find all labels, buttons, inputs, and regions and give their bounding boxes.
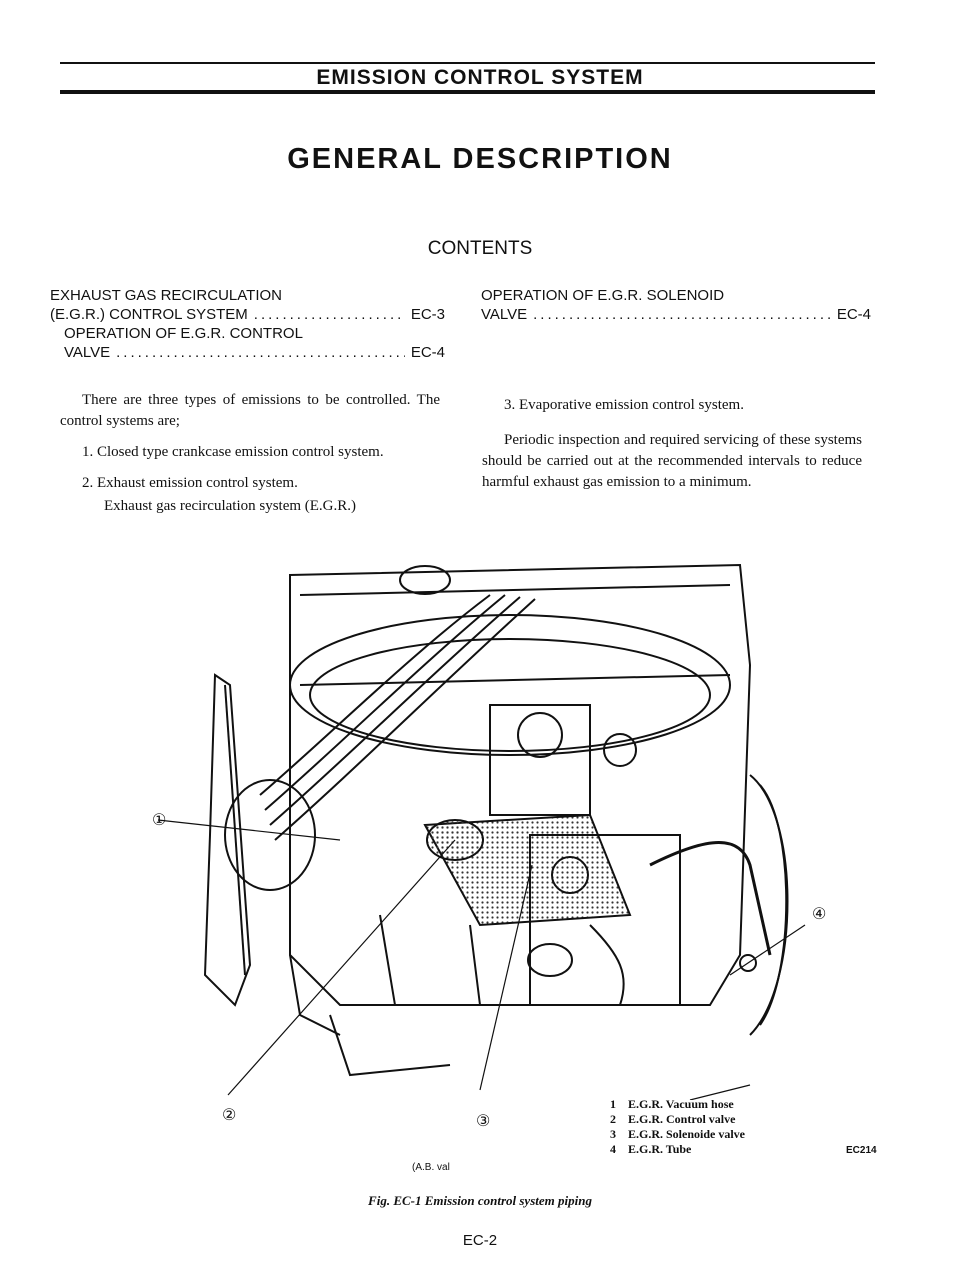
egr-valve-area	[423, 813, 632, 927]
engine-drawing	[157, 563, 806, 1100]
toc-entry-page: EC-3	[410, 306, 445, 323]
header-title: EMISSION CONTROL SYSTEM	[316, 66, 644, 89]
body-right-column: 3. Evaporative emission control system. …	[482, 395, 862, 503]
section-title: GENERAL DESCRIPTION	[287, 143, 673, 175]
callout-2: ②	[222, 1107, 237, 1124]
toc-entry-line2: (E.G.R.) CONTROL SYSTEM	[50, 306, 248, 323]
toc-entry-line1: EXHAUST GAS RECIRCULATION	[50, 287, 282, 304]
leader-lines	[157, 819, 806, 1100]
body-paragraph: Periodic inspection and required servici…	[482, 432, 862, 490]
toc-left-column: EXHAUST GAS RECIRCULATION (E.G.R.) CONTR…	[50, 286, 445, 362]
crankcase	[289, 954, 451, 1077]
flywheel	[749, 774, 789, 1036]
toc-entry[interactable]: EXHAUST GAS RECIRCULATION (E.G.R.) CONTR…	[50, 286, 445, 324]
header-rule-bottom	[60, 90, 875, 94]
contents-title: CONTENTS	[427, 238, 533, 259]
list-subitem: Exhaust gas recirculation system (E.G.R.…	[104, 498, 357, 514]
list-item: 2. Exhaust emission control system.	[82, 475, 298, 491]
toc-right-column: OPERATION OF E.G.R. SOLENOID VALVE EC-4	[481, 286, 871, 324]
toc-leader-dots	[116, 343, 405, 362]
callout-4: ④	[812, 906, 827, 923]
body-left-column: There are three types of emissions to be…	[60, 390, 440, 527]
callout-3: ③	[476, 1113, 491, 1130]
toc-entry-line2: VALVE	[64, 344, 111, 361]
list-item: 1. Closed type crankcase emission contro…	[82, 444, 384, 460]
egr-tube	[649, 841, 772, 972]
figure-credit: (A.B. val	[412, 1162, 450, 1173]
cooling-fan	[203, 673, 316, 1007]
spark-plug-wires	[259, 594, 536, 841]
toc-entry-line1: OPERATION OF E.G.R. SOLENOID	[481, 287, 725, 304]
toc-entry[interactable]: OPERATION OF E.G.R. SOLENOID VALVE EC-4	[481, 286, 871, 324]
toc-entry-line2: VALVE	[481, 306, 528, 323]
engine-illustration	[150, 535, 810, 1100]
page-number: EC-2	[462, 1232, 498, 1249]
header-rule-top	[60, 62, 875, 64]
toc-entry[interactable]: OPERATION OF E.G.R. CONTROL VALVE EC-4	[50, 324, 445, 362]
list-item: 3. Evaporative emission control system.	[504, 397, 744, 413]
figure-code: EC214	[846, 1145, 877, 1156]
figure-caption: Fig. EC-1 Emission control system piping	[368, 1193, 592, 1208]
toc-leader-dots	[533, 305, 831, 324]
intro-paragraph: There are three types of emissions to be…	[60, 392, 440, 429]
callout-1: ①	[152, 812, 167, 829]
carburetor	[489, 704, 637, 816]
toc-entry-page: EC-4	[836, 306, 871, 323]
toc-entry-page: EC-4	[410, 344, 445, 361]
intake-manifold	[379, 914, 625, 1006]
toc-entry-line1: OPERATION OF E.G.R. CONTROL	[64, 325, 303, 342]
air-cleaner	[289, 565, 731, 756]
toc-leader-dots	[254, 305, 405, 324]
engine-block	[289, 563, 752, 1006]
